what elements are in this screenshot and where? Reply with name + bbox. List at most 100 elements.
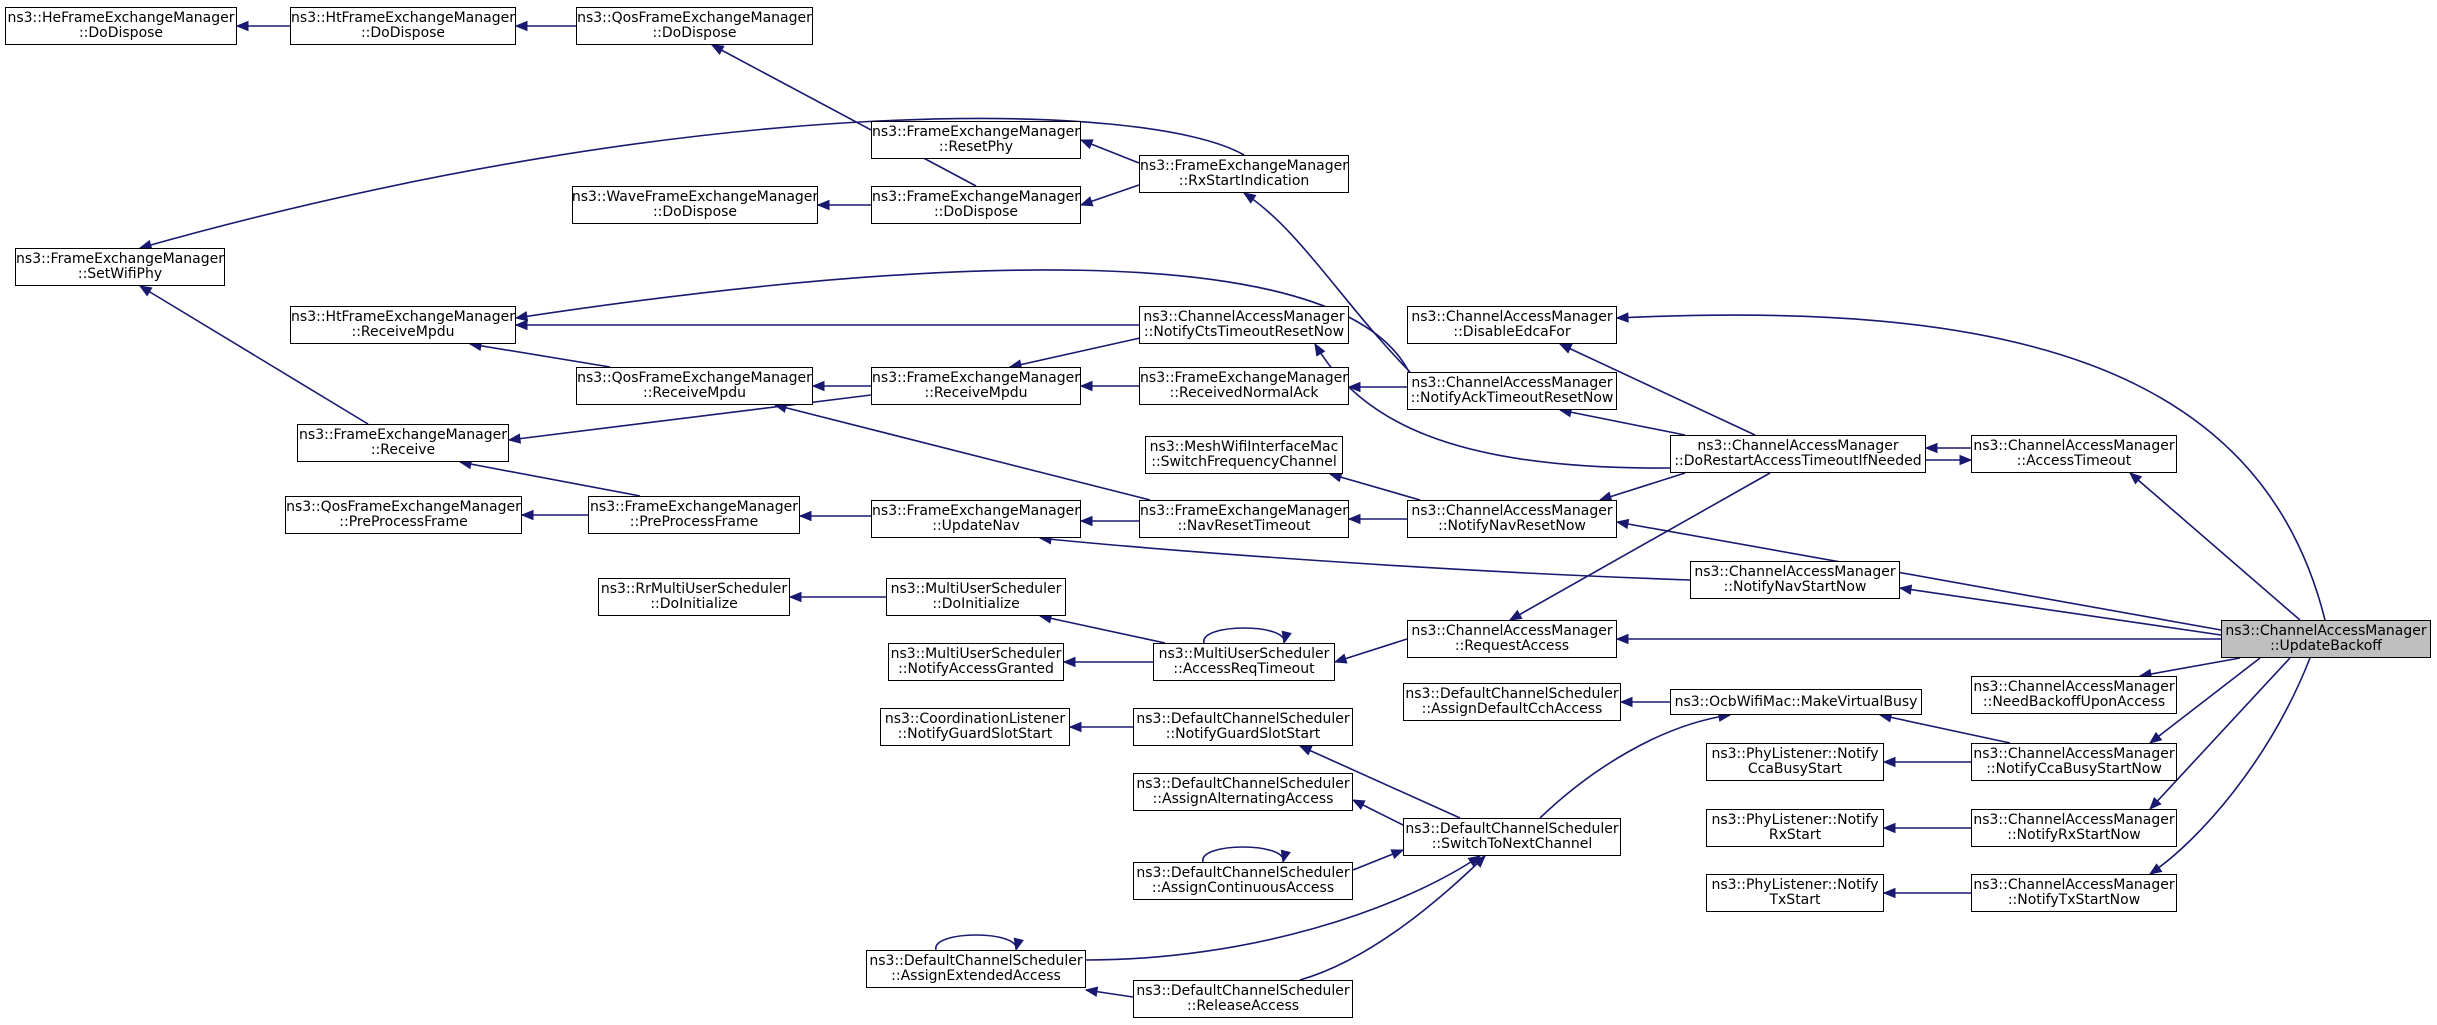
- edge-n_qos_dispose-to-n_ht_dispose-arrowhead: [514, 20, 528, 32]
- node-channel-access-manager-notify-cts-timeout-reset-now[interactable]: ns3::ChannelAccessManager::NotifyCtsTime…: [1139, 306, 1349, 344]
- node-default-channel-scheduler-notify-guard-slot-start[interactable]: ns3::DefaultChannelScheduler::NotifyGuar…: [1133, 708, 1353, 746]
- node-label-line: ::SwitchFrequencyChannel: [1151, 454, 1337, 470]
- node-channel-access-manager-do-restart-access-timeout-if-needed[interactable]: ns3::ChannelAccessManager::DoRestartAcce…: [1670, 435, 1926, 473]
- edge-n_fem_navreset-to-n_fem_updatenav-arrowhead: [1079, 515, 1093, 527]
- edge-n_cam_requestaccess-to-n_mus_accessreq: [1334, 638, 1408, 663]
- node-label-line: ns3::FrameExchangeManager: [872, 503, 1080, 519]
- node-channel-access-manager-need-backoff-upon-access[interactable]: ns3::ChannelAccessManager::NeedBackoffUp…: [1971, 676, 2177, 714]
- edge-n_cam_updatebackoff-to-n_cam_accesstimeout-arrowhead: [2129, 472, 2143, 485]
- node-multi-user-scheduler-do-initialize[interactable]: ns3::MultiUserScheduler::DoInitialize: [886, 578, 1066, 616]
- node-channel-access-manager-request-access[interactable]: ns3::ChannelAccessManager::RequestAccess: [1407, 620, 1617, 658]
- node-label-line: ns3::MultiUserScheduler: [1158, 646, 1330, 662]
- node-channel-access-manager-notify-nav-reset-now[interactable]: ns3::ChannelAccessManager::NotifyNavRese…: [1407, 500, 1617, 538]
- node-frame-exchange-manager-nav-reset-timeout[interactable]: ns3::FrameExchangeManager::NavResetTimeo…: [1139, 500, 1349, 538]
- edge-n_cam_ctsreset-to-n_fem_receivempdu: [1009, 337, 1141, 368]
- node-multi-user-scheduler-notify-access-granted[interactable]: ns3::MultiUserScheduler::NotifyAccessGra…: [888, 643, 1064, 681]
- edge-n_cam_dorestart-to-n_cam_accesstimeout-arrowhead: [1959, 454, 1973, 466]
- node-label-line: ::AssignDefaultCchAccess: [1421, 701, 1603, 717]
- node-default-channel-scheduler-switch-to-next-channel[interactable]: ns3::DefaultChannelScheduler::SwitchToNe…: [1403, 818, 1621, 856]
- node-label-line: ns3::DefaultChannelScheduler: [1136, 711, 1350, 727]
- node-mesh-wifi-interface-mac-switch-frequency-channel[interactable]: ns3::MeshWifiInterfaceMac::SwitchFrequen…: [1145, 436, 1343, 474]
- node-label-line: ns3::QosFrameExchangeManager: [286, 499, 521, 515]
- edge-n_cam_ackreset-to-n_ht_receivempdu: [515, 269, 1411, 375]
- edge-n_mus_accessreq-self-loop: [1203, 627, 1285, 644]
- edge-n_mus_accessreq-to-n_mus_doinit: [1039, 615, 1166, 644]
- node-label-line: ::AssignAlternatingAccess: [1152, 791, 1334, 807]
- edge-n_cam_dorestart-to-n_cam_ctsreset-arrowhead: [1314, 342, 1326, 357]
- node-frame-exchange-manager-receive-mpdu[interactable]: ns3::FrameExchangeManager::ReceiveMpdu: [871, 367, 1081, 405]
- node-ht-frame-exchange-manager-receive-mpdu[interactable]: ns3::HtFrameExchangeManager::ReceiveMpdu: [290, 306, 516, 344]
- node-default-channel-scheduler-assign-continuous-access[interactable]: ns3::DefaultChannelScheduler::AssignCont…: [1133, 862, 1353, 900]
- node-qos-frame-exchange-manager-receive-mpdu[interactable]: ns3::QosFrameExchangeManager::ReceiveMpd…: [576, 367, 813, 405]
- node-label-line: ::PreProcessFrame: [339, 514, 468, 530]
- node-frame-exchange-manager-do-dispose[interactable]: ns3::FrameExchangeManager::DoDispose: [871, 186, 1081, 224]
- edge-n_cam_requestaccess-to-n_mus_accessreq-arrowhead: [1333, 653, 1348, 664]
- edge-n_cam_updatebackoff-to-n_cam_txstart-arrowhead: [2148, 863, 2163, 875]
- node-he-frame-exchange-manager-do-dispose[interactable]: ns3::HeFrameExchangeManager::DoDispose: [5, 7, 237, 45]
- edge-n_ht_dispose-to-n_he_dispose-arrowhead: [235, 20, 249, 32]
- node-frame-exchange-manager-received-normal-ack[interactable]: ns3::FrameExchangeManager::ReceivedNorma…: [1139, 367, 1349, 405]
- node-channel-access-manager-notify-rx-start-now[interactable]: ns3::ChannelAccessManager::NotifyRxStart…: [1971, 809, 2177, 847]
- node-ocb-wifi-mac-make-virtual-busy[interactable]: ns3::OcbWifiMac::MakeVirtualBusy: [1670, 689, 1922, 715]
- node-label-line: ns3::PhyListener::Notify: [1711, 812, 1879, 828]
- node-default-channel-scheduler-assign-alternating-access[interactable]: ns3::DefaultChannelScheduler::AssignAlte…: [1133, 773, 1353, 811]
- node-label-line: ::DoInitialize: [932, 596, 1020, 612]
- edge-n_ocb_makevirtualbusy-to-n_dcs_assigndefaultcch-arrowhead: [1619, 696, 1633, 708]
- edge-n_dcs_assignext-self-loop: [935, 934, 1017, 951]
- node-label-line: ::NotifyNavStartNow: [1723, 579, 1867, 595]
- node-default-channel-scheduler-release-access[interactable]: ns3::DefaultChannelScheduler::ReleaseAcc…: [1133, 980, 1353, 1018]
- edge-n_cam_dorestart-to-n_cam_disableedca: [1559, 343, 1756, 436]
- node-channel-access-manager-notify-cca-busy-start-now[interactable]: ns3::ChannelAccessManager::NotifyCcaBusy…: [1971, 743, 2177, 781]
- edge-n_dcs_assigncont-self-loop-arrowhead: [1280, 849, 1291, 864]
- node-default-channel-scheduler-assign-default-cch-access[interactable]: ns3::DefaultChannelScheduler::AssignDefa…: [1403, 683, 1621, 721]
- node-label-line: ::ReceivedNormalAck: [1169, 385, 1319, 401]
- node-label-line: ::DoDispose: [652, 25, 737, 41]
- node-label-line: ::ReceiveMpdu: [351, 324, 455, 340]
- edge-n_cam_ccabusy-to-n_ocb_makevirtualbusy: [1879, 714, 2011, 744]
- edge-n_fem_rxstart-to-n_fem_resetphy-arrowhead: [1079, 139, 1094, 150]
- node-coordination-listener-notify-guard-slot-start[interactable]: ns3::CoordinationListener::NotifyGuardSl…: [880, 708, 1070, 746]
- node-channel-access-manager-notify-nav-start-now[interactable]: ns3::ChannelAccessManager::NotifyNavStar…: [1690, 561, 1900, 599]
- node-channel-access-manager-notify-tx-start-now[interactable]: ns3::ChannelAccessManager::NotifyTxStart…: [1971, 874, 2177, 912]
- node-channel-access-manager-disable-edca-for[interactable]: ns3::ChannelAccessManager::DisableEdcaFo…: [1407, 306, 1617, 344]
- node-label-line: ns3::ChannelAccessManager: [1694, 564, 1896, 580]
- node-frame-exchange-manager-update-nav[interactable]: ns3::FrameExchangeManager::UpdateNav: [871, 500, 1081, 538]
- node-channel-access-manager-access-timeout[interactable]: ns3::ChannelAccessManager::AccessTimeout: [1971, 435, 2177, 473]
- edge-n_dcs_assignext-to-n_dcs_switchnext: [1085, 855, 1481, 961]
- node-rr-multi-user-scheduler-do-initialize[interactable]: ns3::RrMultiUserScheduler::DoInitialize: [598, 578, 790, 616]
- node-ht-frame-exchange-manager-do-dispose[interactable]: ns3::HtFrameExchangeManager::DoDispose: [290, 7, 516, 45]
- node-qos-frame-exchange-manager-pre-process-frame[interactable]: ns3::QosFrameExchangeManager::PreProcess…: [285, 496, 522, 534]
- node-label-line: ::AssignExtendedAccess: [891, 968, 1061, 984]
- edge-n_fem_preprocess-to-n_qos_preprocess-arrowhead: [520, 509, 534, 521]
- node-frame-exchange-manager-rx-start-indication[interactable]: ns3::FrameExchangeManager::RxStartIndica…: [1139, 155, 1349, 193]
- edge-n_fem_receive-to-n_fem_setwifiphy: [139, 285, 369, 425]
- node-label-line: ns3::WaveFrameExchangeManager: [571, 189, 819, 205]
- node-label-line: ::ReceiveMpdu: [924, 385, 1028, 401]
- node-frame-exchange-manager-set-wifi-phy[interactable]: ns3::FrameExchangeManager::SetWifiPhy: [15, 248, 225, 286]
- node-label-line: ::RxStartIndication: [1178, 173, 1310, 189]
- edge-n_dcs_release-to-n_dcs_switchnext-arrowhead: [1473, 855, 1486, 868]
- node-label-line: ns3::ChannelAccessManager: [1411, 503, 1613, 519]
- node-frame-exchange-manager-receive[interactable]: ns3::FrameExchangeManager::Receive: [297, 424, 509, 462]
- edge-n_cam_updatebackoff-to-n_cam_navresetnow: [1616, 521, 2222, 631]
- node-multi-user-scheduler-access-req-timeout[interactable]: ns3::MultiUserScheduler::AccessReqTimeou…: [1153, 643, 1335, 681]
- node-wave-frame-exchange-manager-do-dispose[interactable]: ns3::WaveFrameExchangeManager::DoDispose: [572, 186, 818, 224]
- node-frame-exchange-manager-reset-phy[interactable]: ns3::FrameExchangeManager::ResetPhy: [871, 121, 1081, 159]
- node-channel-access-manager-notify-ack-timeout-reset-now[interactable]: ns3::ChannelAccessManager::NotifyAckTime…: [1407, 372, 1617, 410]
- node-label-line: ns3::ChannelAccessManager: [1697, 438, 1899, 454]
- node-qos-frame-exchange-manager-do-dispose[interactable]: ns3::QosFrameExchangeManager::DoDispose: [576, 7, 813, 45]
- node-label-line: ns3::PhyListener::Notify: [1711, 877, 1879, 893]
- node-label-line: ::SwitchToNextChannel: [1431, 836, 1593, 852]
- edge-n_dcs_switchnext-to-n_dcs_guardslot: [1299, 745, 1461, 819]
- edge-n_dcs_guardslot-to-n_coord_guardslot-arrowhead: [1068, 721, 1082, 733]
- node-default-channel-scheduler-assign-extended-access[interactable]: ns3::DefaultChannelScheduler::AssignExte…: [866, 950, 1086, 988]
- edge-n_cam_rxstart-to-n_phy_rxstart-arrowhead: [1882, 822, 1896, 834]
- node-label-line: ::ResetPhy: [938, 139, 1014, 155]
- node-frame-exchange-manager-pre-process-frame[interactable]: ns3::FrameExchangeManager::PreProcessFra…: [588, 496, 800, 534]
- edge-n_mus_accessreq-to-n_mus_notifygranted-arrowhead: [1062, 656, 1076, 668]
- node-label-line: ns3::FrameExchangeManager: [16, 251, 224, 267]
